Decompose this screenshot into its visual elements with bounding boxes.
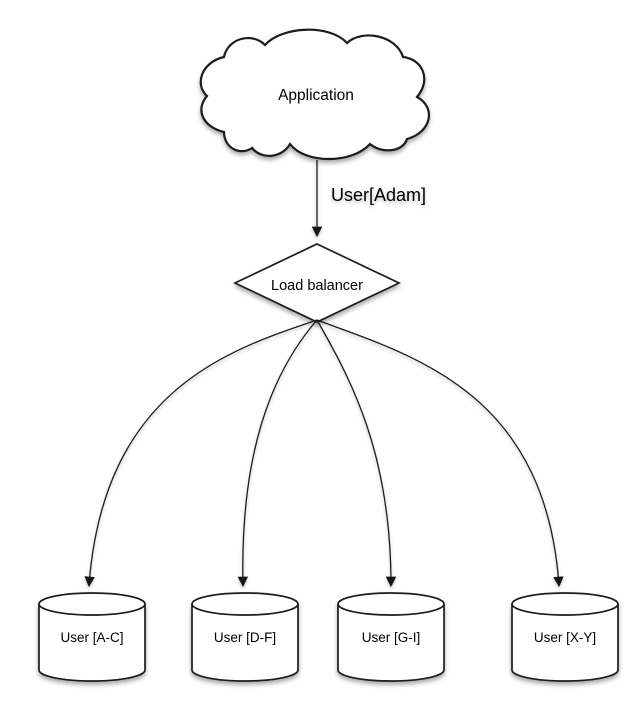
shard-label-x-y: User [X-Y] xyxy=(534,630,596,645)
edge-route-shard-3 xyxy=(316,319,397,588)
edge-request-label: User[Adam] xyxy=(331,185,426,205)
cylinder-top xyxy=(191,592,299,616)
cylinder-top xyxy=(337,592,445,616)
node-shard-a-c: User [A-C] xyxy=(38,592,146,682)
cloud-icon xyxy=(199,28,430,161)
edges-routes xyxy=(84,319,564,588)
node-shard-x-y: User [X-Y] xyxy=(511,592,619,682)
node-application: Application xyxy=(199,28,430,161)
cylinder-icon xyxy=(337,604,445,682)
cylinder-icon xyxy=(38,604,146,682)
node-shard-g-i: User [G-I] xyxy=(337,592,445,682)
node-load-balancer: Load balancer xyxy=(233,243,401,323)
application-label: Application xyxy=(278,87,354,104)
load-balancer-label: Load balancer xyxy=(271,278,363,294)
edge-route-shard-2 xyxy=(237,319,318,588)
diamond-icon xyxy=(233,243,401,323)
edge-request: User[Adam] xyxy=(311,160,426,238)
cylinder-top xyxy=(511,592,619,616)
node-shard-d-f: User [D-F] xyxy=(191,592,299,682)
edge-route-shard-4 xyxy=(316,319,564,588)
cylinder-top xyxy=(38,592,146,616)
shard-label-g-i: User [G-I] xyxy=(362,630,421,645)
edge-route-shard-1 xyxy=(84,319,318,588)
shard-label-a-c: User [A-C] xyxy=(60,630,123,645)
shard-label-d-f: User [D-F] xyxy=(214,630,276,645)
cylinder-icon xyxy=(511,604,619,682)
cylinder-icon xyxy=(191,604,299,682)
